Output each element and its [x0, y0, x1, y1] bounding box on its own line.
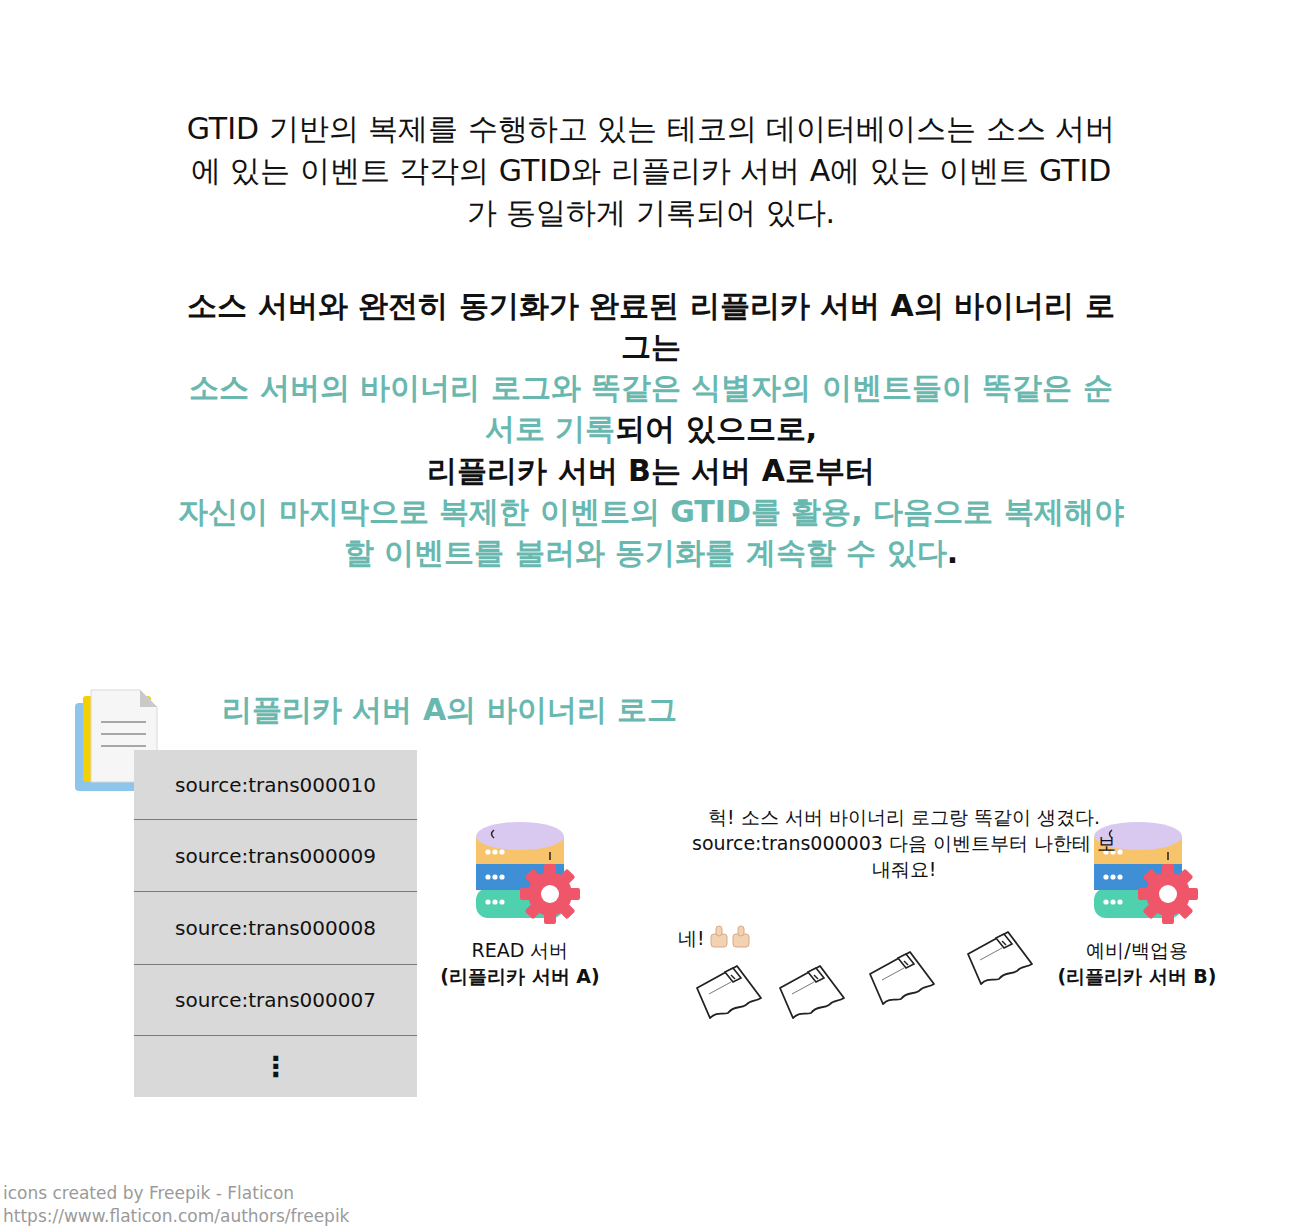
server-node: READ 서버(리플리카 서버 A) [410, 937, 630, 989]
log-row: source:trans000007 [134, 964, 417, 1035]
description-text: GTID 기반의 복제를 수행하고 있는 테코의 데이터베이스는 소스 서버에 … [186, 108, 1116, 234]
server-label: (리플리카 서버 A) [410, 963, 630, 989]
description-text: 소스 서버와 완전히 동기화가 완료된 리플리카 서버 A의 바이너리 로그는 [176, 285, 1126, 367]
thumbs-icon [711, 926, 749, 947]
log-entry: source:trans000009 [175, 844, 376, 868]
paper-icon [968, 932, 1032, 984]
text-group: 헉! 소스 서버 바이너리 로그랑 똑같이 생겼다. source:trans0… [684, 804, 1124, 882]
paper-icon [697, 966, 761, 1018]
description-text: 리플리카 서버 B는 서버 A로부터 [176, 450, 1126, 491]
description-text: 되어 있으므로, [615, 411, 817, 446]
description-text: 자신이 마지막으로 복제한 이벤트의 GTID를 활용, 다음으로 복제해야 할… [178, 494, 1123, 570]
text-group: icons created by Freepik - Flaticon [3, 1182, 423, 1204]
speech-text: 네! [678, 927, 705, 949]
paper-icon [870, 952, 934, 1004]
text-group: https://www.flaticon.com/authors/freepik [3, 1205, 423, 1227]
log-entry: source:trans000008 [175, 916, 376, 940]
log-entry: ⋮ [262, 1050, 290, 1083]
credit-note: https://www.flaticon.com/authors/freepik [3, 1206, 349, 1226]
log-entry: source:trans000010 [175, 773, 376, 797]
credit-note: icons created by Freepik - Flaticon [3, 1183, 294, 1203]
paper-icon [780, 966, 844, 1018]
server-icon [476, 822, 580, 924]
server-label: 예비/백업용 [1027, 937, 1247, 963]
log-row: ⋮ [134, 1035, 417, 1097]
log-entry: source:trans000007 [175, 988, 376, 1012]
binlog-table: 리플리카 서버 A의 바이너리 로그source:trans000010sour… [134, 750, 417, 1097]
speech-text: 헉! 소스 서버 바이너리 로그랑 똑같이 생겼다. source:trans0… [684, 804, 1124, 882]
server-node: 예비/백업용(리플리카 서버 B) [1027, 937, 1247, 989]
text-group: 소스 서버와 완전히 동기화가 완료된 리플리카 서버 A의 바이너리 로그는소… [176, 285, 1126, 449]
log-row: source:trans000009 [134, 819, 417, 891]
description-text: . [947, 535, 958, 570]
server-label: (리플리카 서버 B) [1027, 963, 1247, 989]
table-heading: 리플리카 서버 A의 바이너리 로그 [222, 690, 677, 731]
log-row: source:trans000008 [134, 891, 417, 964]
text-group: GTID 기반의 복제를 수행하고 있는 테코의 데이터베이스는 소스 서버에 … [186, 108, 1116, 234]
text-group: 리플리카 서버 B는 서버 A로부터자신이 마지막으로 복제한 이벤트의 GTI… [176, 450, 1126, 573]
server-label: READ 서버 [410, 937, 630, 963]
log-row: source:trans000010 [134, 750, 417, 819]
text-group: 네! [678, 926, 718, 950]
